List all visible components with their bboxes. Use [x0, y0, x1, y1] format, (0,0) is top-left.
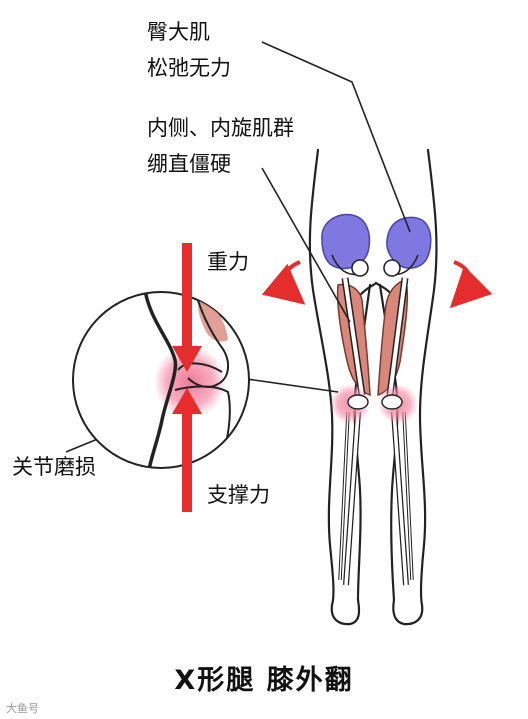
gluteus-label-line1: 臀大肌 [147, 20, 210, 44]
force-arrows [172, 243, 202, 512]
zoom-circle [72, 291, 250, 469]
joint-wear-pointer-line [65, 437, 101, 453]
pointer-lines [65, 41, 411, 453]
gravity-label: 重力 [207, 250, 249, 274]
watermark: 大鱼号 [6, 702, 39, 715]
adductor-pointer-line [261, 167, 351, 323]
gluteus-label-line2: 松弛无力 [147, 56, 231, 80]
gluteus-pointer-line [261, 41, 411, 233]
rotation-arrow-left [261, 260, 306, 305]
gravity-arrow-head [172, 346, 202, 372]
rotation-arrows [261, 260, 493, 309]
gravity-arrow-shaft [182, 243, 192, 353]
support-label: 支撑力 [207, 483, 270, 507]
rotation-arrow-right [449, 260, 493, 309]
gluteus-muscle-shapes [321, 213, 432, 270]
zoom-muscle [198, 300, 228, 342]
support-arrow-head [172, 388, 202, 414]
adductor-label-line2: 绷直僵硬 [147, 152, 231, 176]
support-arrow-shaft [182, 408, 192, 512]
joint-wear-label: 关节磨损 [12, 455, 96, 479]
diagram-title: X形腿 膝外翻 [174, 665, 354, 696]
knee-joints [347, 394, 403, 410]
gluteus-right [386, 216, 432, 269]
zoom-knee-glow [154, 346, 226, 418]
knee-glows [330, 384, 418, 424]
skeleton [331, 254, 419, 586]
knee-pointer-line [239, 377, 339, 393]
gluteus-left [321, 213, 371, 270]
adductor-label-line1: 内侧、内旋肌群 [147, 116, 294, 140]
